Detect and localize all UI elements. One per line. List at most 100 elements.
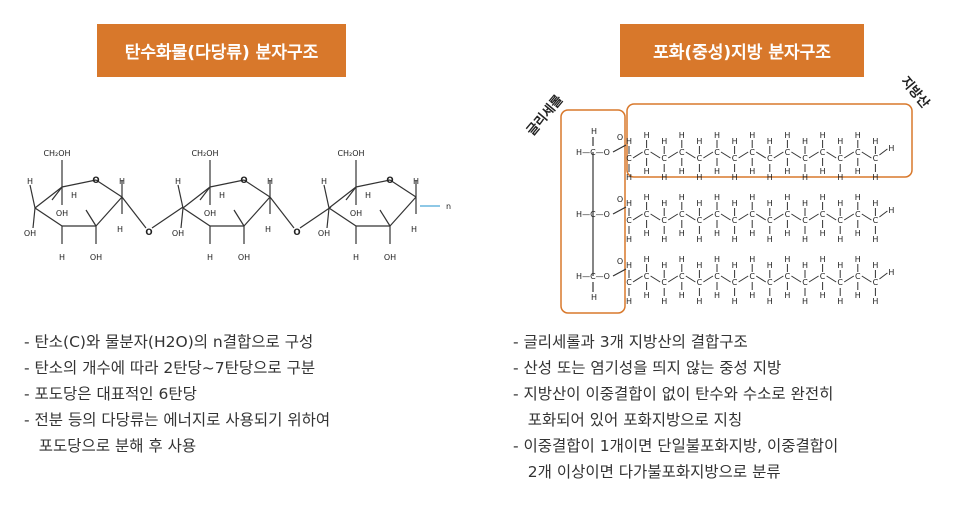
h-label: H	[644, 193, 650, 202]
carbon-label: C	[873, 278, 879, 287]
fat-title: 포화(중성)지방 분자구조	[620, 24, 864, 77]
h-label: H	[661, 173, 667, 182]
h-label: H	[714, 229, 720, 238]
bond-line	[233, 209, 245, 227]
h-label: H	[661, 297, 667, 306]
carbon-label: C	[855, 272, 861, 281]
h-label: H	[784, 229, 790, 238]
carbon-label: C	[626, 154, 632, 163]
carbon-label: C	[802, 154, 808, 163]
bond-line	[685, 213, 696, 221]
h-label: H	[626, 137, 632, 146]
carbohydrate-note: 포도당으로 분해 후 사용	[24, 437, 197, 455]
carbon-label: C	[732, 154, 738, 163]
bond-line	[34, 207, 63, 227]
oh-label: OH	[384, 253, 396, 262]
carbohydrate-notes: - 탄소(C)와 물분자(H2O)의 n결합으로 구성 - 탄소의 개수에 따라…	[24, 329, 330, 459]
h-label: H	[888, 268, 894, 277]
bond-line	[879, 210, 888, 218]
bond-line	[703, 275, 714, 283]
h-label: H	[413, 177, 419, 186]
carbohydrate-note: - 탄소(C)와 물분자(H2O)의 n결합으로 구성	[24, 333, 314, 351]
h-label: H	[749, 229, 755, 238]
bond-line	[650, 151, 661, 159]
bond-line	[612, 268, 627, 277]
bond-line	[826, 213, 837, 221]
h-label: H	[27, 177, 33, 186]
h-label: H	[696, 137, 702, 146]
h-label: H	[767, 261, 773, 270]
carbon-label: C	[644, 272, 650, 281]
bond-line	[632, 275, 643, 283]
h-label: H	[749, 131, 755, 140]
bond-line	[269, 196, 295, 229]
h-label: H	[872, 261, 878, 270]
carbon-label: C	[785, 272, 791, 281]
h-label: H	[872, 137, 878, 146]
bond-line	[879, 272, 888, 280]
bond-line	[389, 179, 417, 198]
bond-line	[355, 179, 391, 188]
h-label: H	[855, 193, 861, 202]
carbon-label: C	[697, 216, 703, 225]
carbon-label: C	[837, 154, 843, 163]
carbon-label: C	[767, 278, 773, 287]
h-label: H	[321, 177, 327, 186]
bond-line	[151, 206, 184, 229]
h-label: H	[749, 167, 755, 176]
carbon-label: C	[837, 278, 843, 287]
h-label: H	[767, 235, 773, 244]
bond-line	[773, 275, 784, 283]
carbon-label: C	[767, 216, 773, 225]
bond-line	[650, 275, 661, 283]
bond-line	[703, 213, 714, 221]
h-label: H	[626, 235, 632, 244]
bond-line	[612, 144, 627, 153]
carbon-label: C	[644, 148, 650, 157]
h-label: H	[365, 191, 371, 200]
carbon-label: C	[732, 216, 738, 225]
h-label: H	[696, 199, 702, 208]
h-label: H	[820, 167, 826, 176]
carbon-label: C	[855, 148, 861, 157]
oh-label: OH	[350, 209, 362, 218]
bond-line	[720, 275, 731, 283]
fat-note: 포화되어 있어 포화지방으로 지칭	[513, 411, 743, 429]
carbohydrate-note: - 탄소의 개수에 따라 2탄당~7탄당으로 구분	[24, 359, 316, 377]
h-label: H	[767, 173, 773, 182]
bond-line	[328, 186, 357, 209]
bond-line	[826, 151, 837, 159]
oh-label: OH	[238, 253, 250, 262]
carbon-label: C	[749, 148, 755, 157]
bond-line	[826, 275, 837, 283]
carbon-label: C	[785, 210, 791, 219]
h-label: H	[59, 253, 65, 262]
bond-line	[861, 275, 872, 283]
bond-line	[808, 275, 819, 283]
bond-line	[667, 213, 679, 221]
carbon-label: C	[855, 210, 861, 219]
h-label: H	[732, 297, 738, 306]
bond-line	[299, 206, 332, 229]
carbon-label: C	[767, 154, 773, 163]
h-label: H	[749, 193, 755, 202]
bond-line	[323, 184, 330, 209]
h-label: H	[732, 261, 738, 270]
bond-line	[685, 275, 696, 283]
h-label: H	[644, 167, 650, 176]
carbohydrate-note: - 전분 등의 다당류는 에너지로 사용되기 위하여	[24, 411, 331, 429]
h-label: H	[661, 235, 667, 244]
bond-line	[650, 213, 661, 221]
bond-line	[345, 186, 357, 201]
h-label: H	[219, 191, 225, 200]
repeat-n-label: n	[446, 202, 451, 211]
h-label: H	[626, 297, 632, 306]
bond-line	[85, 209, 97, 227]
carbon-label: C	[661, 154, 667, 163]
h-label: H	[644, 255, 650, 264]
ring-oxygen-label: O	[386, 176, 393, 186]
glycerol-hco-label: H—C—O	[576, 148, 610, 157]
h-label: H	[626, 173, 632, 182]
